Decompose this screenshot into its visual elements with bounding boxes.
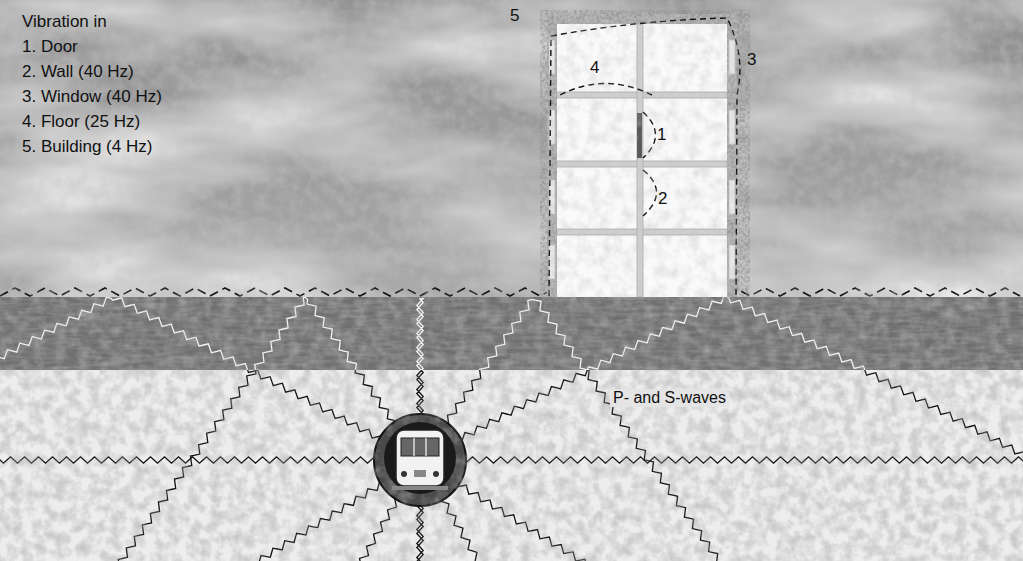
wave-ray <box>0 297 418 370</box>
callout-number: 2 <box>658 189 667 209</box>
wave-ray <box>423 370 733 561</box>
legend-item: 3. Window (40 Hz) <box>22 87 162 107</box>
door <box>637 113 642 158</box>
ground-surface-wave <box>0 288 1020 296</box>
legend-item: 2. Wall (40 Hz) <box>22 62 134 82</box>
callout-number: 5 <box>510 6 519 26</box>
wave-ray <box>417 299 423 371</box>
wave-ray <box>0 370 418 458</box>
wave-label: P- and S-waves <box>610 389 729 407</box>
building <box>547 14 737 297</box>
door-mode <box>643 112 656 158</box>
wave-ray <box>0 457 417 463</box>
rock-layer <box>0 370 1023 561</box>
legend-item: 4. Floor (25 Hz) <box>22 112 140 132</box>
tunnel-train <box>374 414 466 506</box>
wave-ray <box>110 297 420 370</box>
callout-number: 4 <box>590 58 599 78</box>
wave-rays <box>0 295 1023 561</box>
wave-ray <box>423 299 733 370</box>
floor-mode <box>560 84 652 96</box>
wave-ray <box>425 370 1023 467</box>
callout-number: 1 <box>657 125 666 145</box>
wave-ray <box>425 297 1023 370</box>
building-mode <box>549 18 740 297</box>
wave-ray <box>424 457 1023 463</box>
sky <box>0 0 1023 298</box>
wall-mode <box>643 170 657 216</box>
legend-item: 5. Building (4 Hz) <box>22 137 152 157</box>
callout-number: 3 <box>747 50 756 70</box>
legend-item: Vibration in <box>22 12 107 32</box>
mode-shapes <box>549 18 740 297</box>
legend-item: 1. Door <box>22 37 78 57</box>
